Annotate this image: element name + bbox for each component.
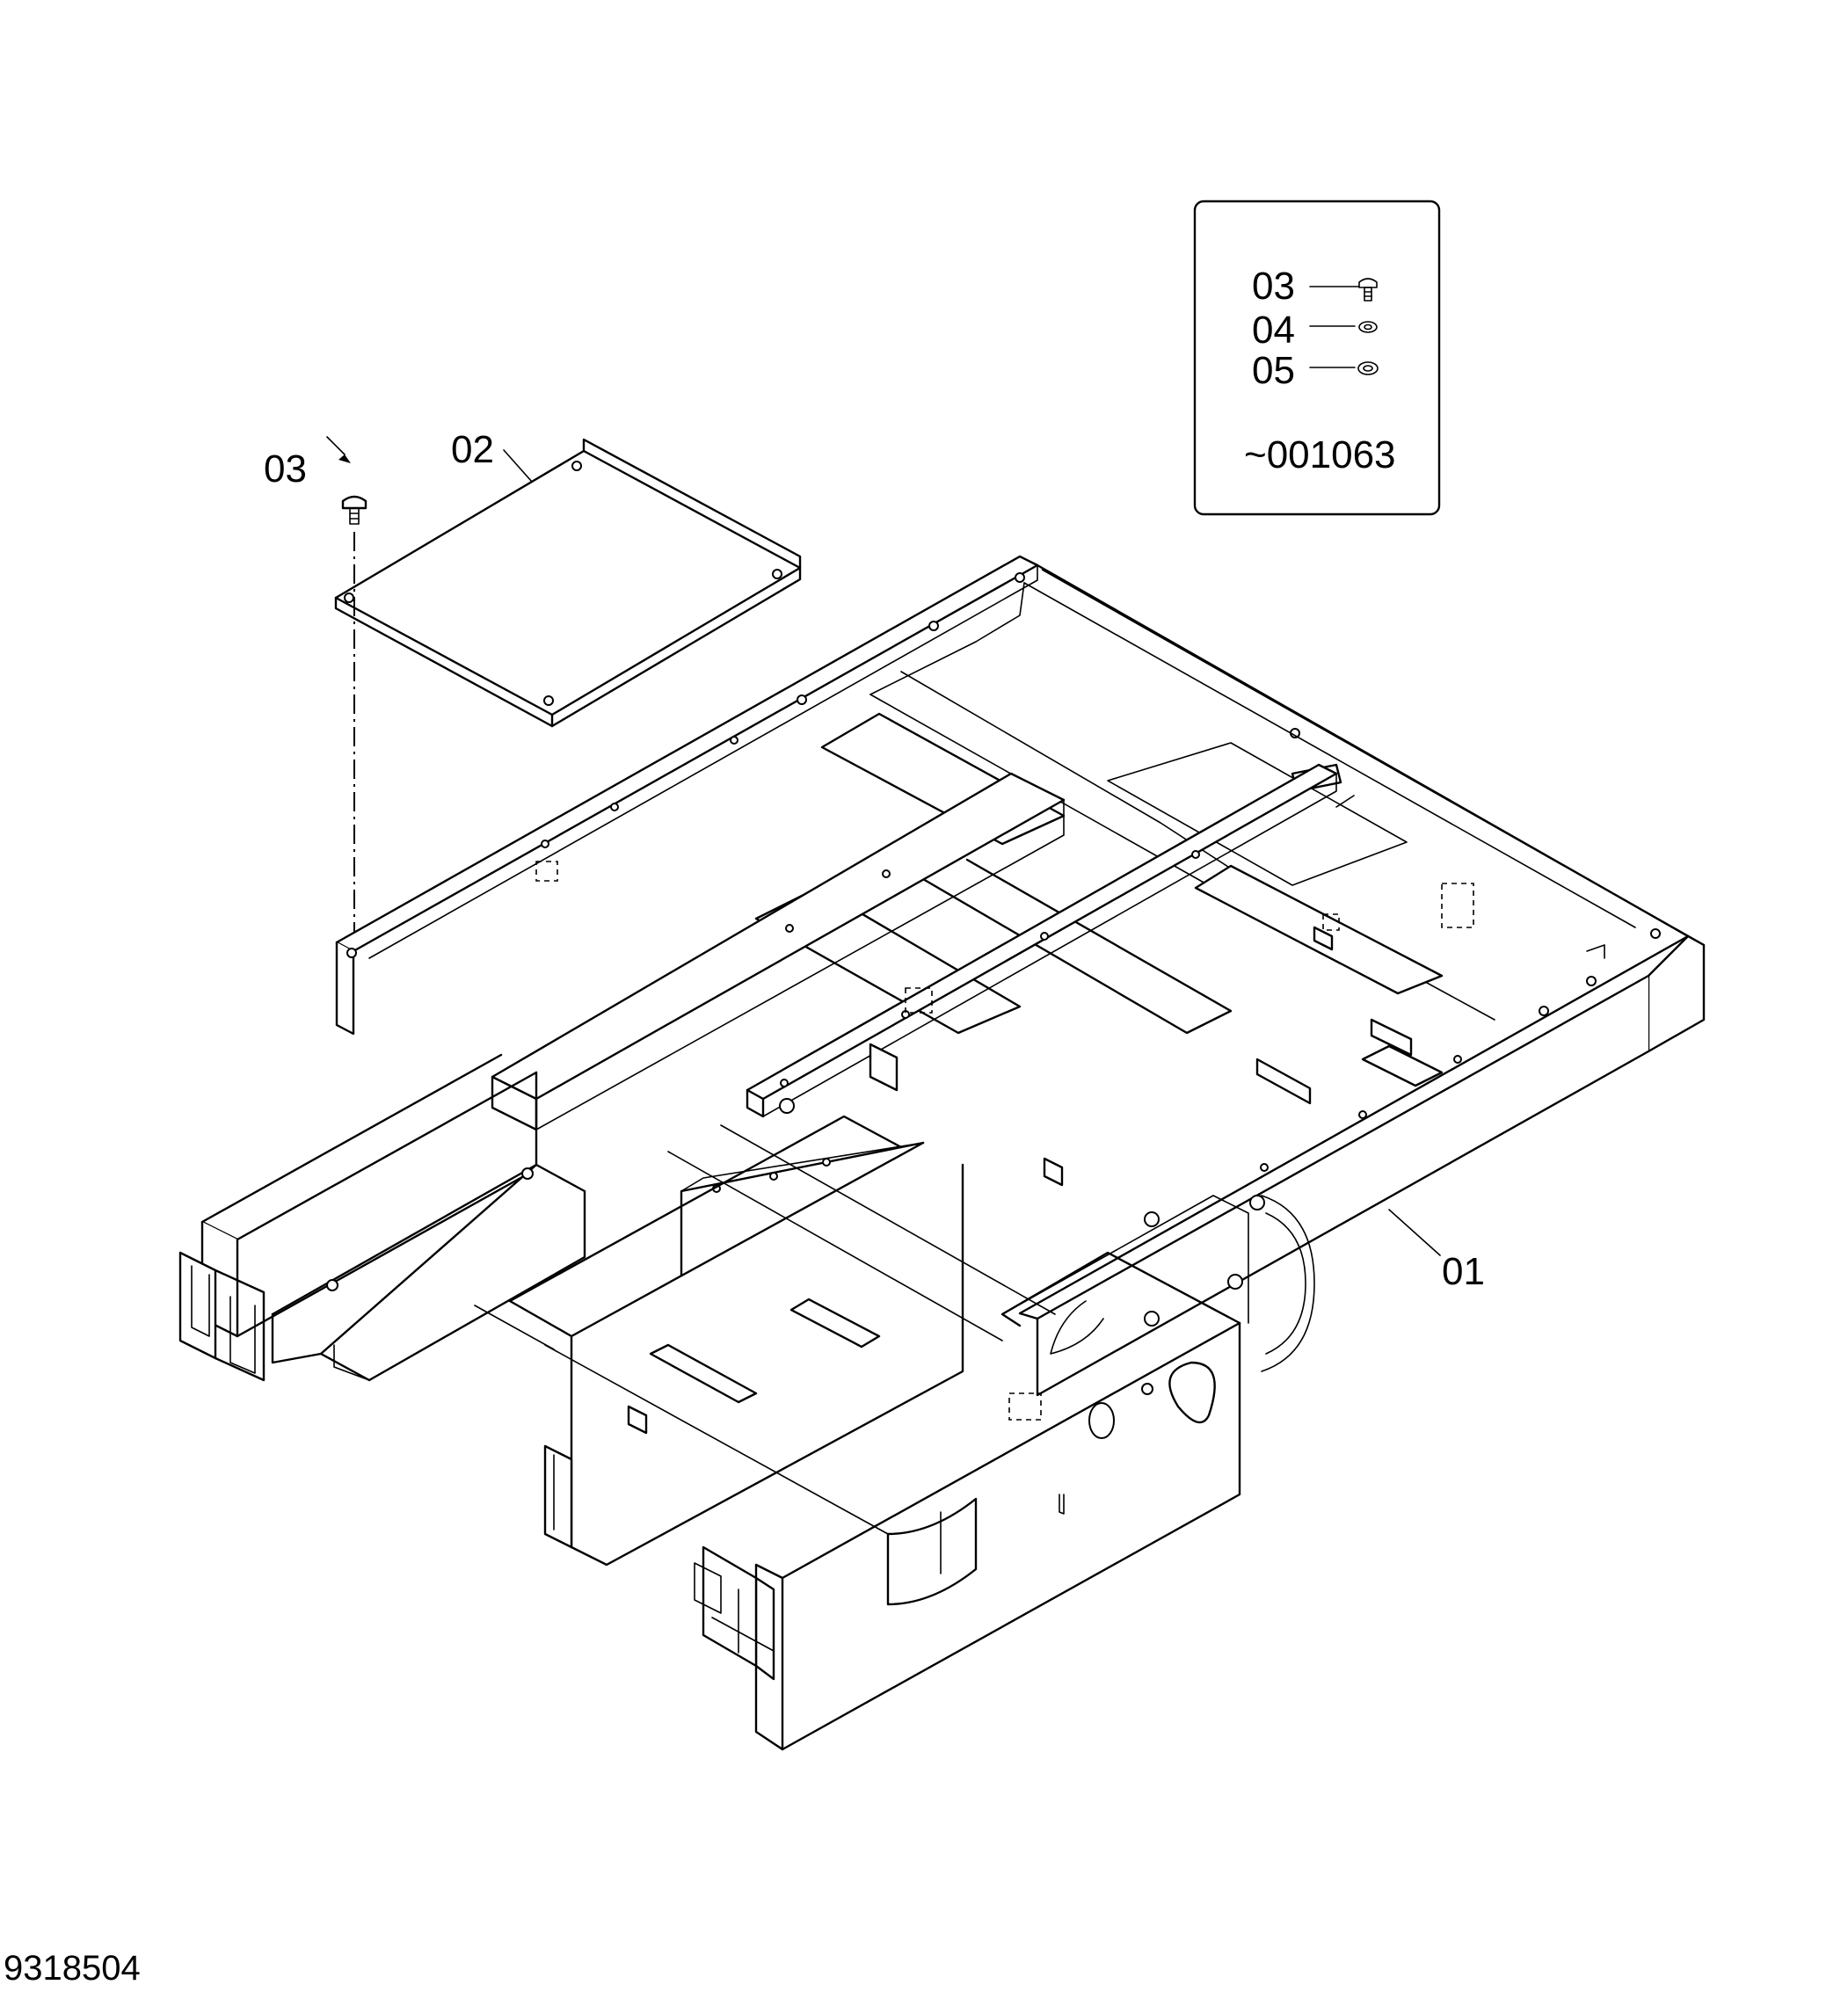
callout-01: 01 [1442, 1250, 1485, 1293]
inset-callout-03: 03 [1252, 265, 1295, 308]
bolt-03-icon [341, 495, 367, 525]
leader-03 [326, 436, 346, 455]
callout-03: 03 [264, 447, 307, 491]
cover-plate-02 [334, 438, 802, 728]
flat-washer-icon [1357, 361, 1379, 375]
bolt-icon [1358, 278, 1378, 302]
leader-03-arrow [338, 454, 351, 463]
inset-panel: 03 04 05 ~001063 [1193, 200, 1441, 516]
leader-01 [1388, 1209, 1441, 1256]
callout-02: 02 [451, 428, 494, 471]
document-number: 9318504 [4, 1949, 141, 1988]
frame-01 [178, 555, 1706, 1751]
leader-02 [503, 449, 533, 483]
spring-washer-icon [1358, 321, 1378, 333]
inset-callout-05: 05 [1252, 349, 1295, 392]
inset-callout-04: 04 [1252, 309, 1295, 352]
serial-range-label: ~001063 [1244, 433, 1396, 476]
